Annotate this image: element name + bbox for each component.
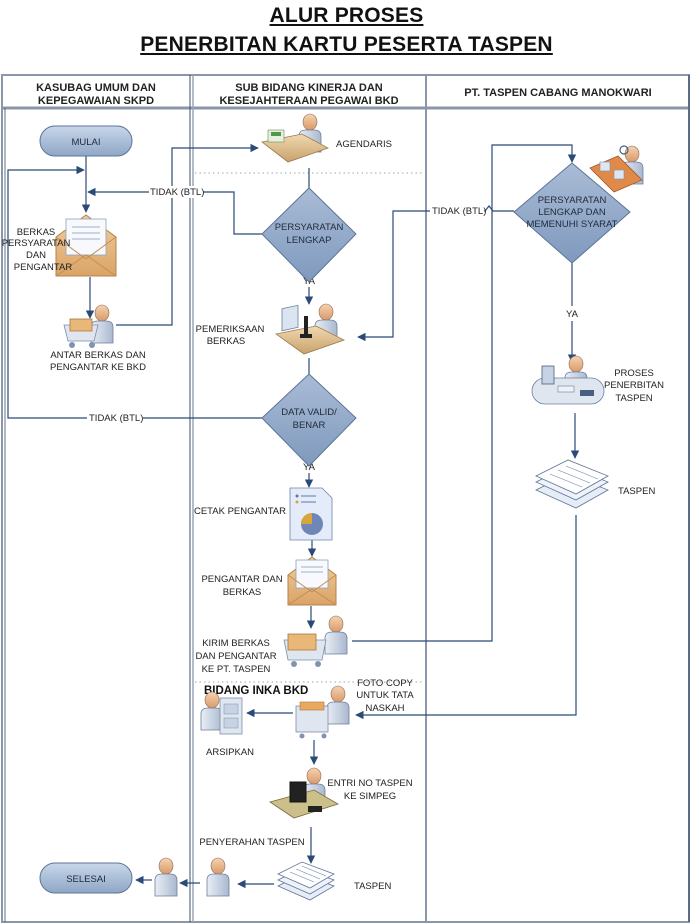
step-label-pemeriksaan-1: PEMERIKSAAN: [196, 324, 265, 335]
step-label-fotocopy-2: UNTUK TATA: [356, 690, 414, 701]
arrow-taspen-tidak: [357, 205, 514, 342]
connectors: [7, 143, 580, 889]
envelope-icon: [55, 214, 117, 277]
conveyor-inspector-icon: [589, 145, 644, 193]
decision-label-line2: LENGKAP DAN: [538, 207, 606, 218]
step-label-entri-1: ENTRI NO TASPEN: [327, 778, 412, 789]
step-label-proses-1: PROSES: [614, 368, 654, 379]
step-label-berkas-2: PERSYARATAN: [2, 238, 71, 249]
person-icon: [206, 857, 230, 897]
step-label-berkas-4: PENGANTAR: [14, 262, 73, 273]
arrow-data-invalid-return: [7, 165, 262, 419]
lane-header-bkd-line1: SUB BIDANG KINERJA DAN: [235, 82, 383, 94]
desk-clerk-icon: [261, 113, 329, 163]
lane-header-skpd-line2: KEPEGAWAIAN SKPD: [38, 95, 154, 107]
step-label-fotocopy-1: FOTO COPY: [357, 678, 413, 689]
step-label-berkas-3: DAN: [26, 250, 46, 261]
end-terminator[interactable]: SELESAI: [39, 862, 133, 894]
step-label-antar-2: PENGANTAR KE BKD: [50, 362, 146, 373]
computer-operator-icon: [531, 355, 605, 405]
step-label-proses-2: PENERBITAN: [604, 380, 664, 391]
computer-workstation-icon: [269, 767, 339, 819]
multi-document-icon: [277, 861, 335, 901]
diagram-title-line1: ALUR PROSES: [269, 4, 424, 27]
arrow-antar-to-agendaris: [116, 143, 259, 326]
step-label-entri-2: KE SIMPEG: [344, 791, 396, 802]
multi-document-icon: [535, 459, 609, 509]
step-label-berkas-1: BERKAS: [17, 227, 56, 238]
decision-label-line1: PERSYARATAN: [275, 222, 344, 233]
start-terminator[interactable]: MULAI: [39, 125, 133, 157]
edge-labels: TIDAK (BTL) TIDAK (BTL) TIDAK (BTL) YA Y…: [87, 186, 579, 473]
step-label-penyerahan: PENYERAHAN TASPEN: [199, 837, 304, 848]
edge-label-tidak-persyaratan: TIDAK (BTL): [150, 187, 204, 198]
step-label-arsipkan: ARSIPKAN: [206, 747, 254, 758]
decision-label-line2: BENAR: [293, 420, 326, 431]
cart-person-icon: [283, 615, 348, 667]
end-label: SELESAI: [66, 874, 106, 885]
decision-label-line3: MEMENUHI SYARAT: [527, 219, 618, 230]
step-label-fotocopy-3: NASKAH: [365, 703, 404, 714]
step-label-pengantar-2: BERKAS: [223, 587, 262, 598]
step-label-proses-3: TASPEN: [615, 393, 652, 404]
arrow-persyaratan-tidak-a: [200, 191, 262, 235]
decision-label-line1: DATA VALID/: [281, 407, 337, 418]
cart-person-icon: [63, 304, 114, 348]
envelope-icon: [287, 556, 337, 606]
swimlane-frame: [1, 74, 690, 923]
edge-label-tidak-taspen: TIDAK (BTL): [432, 206, 486, 217]
edge-label-ya-taspen: YA: [566, 309, 579, 320]
filing-cabinet-person-icon: [200, 691, 243, 735]
lane-header-skpd-line1: KASUBAG UMUM DAN: [36, 82, 156, 94]
decision-data-valid[interactable]: DATA VALID/ BENAR: [261, 373, 357, 467]
microscope-person-icon: [275, 303, 346, 355]
lane-header-bkd-line2: KESEJAHTERAAN PEGAWAI BKD: [219, 95, 398, 107]
start-label: MULAI: [71, 137, 100, 148]
decision-persyaratan-syarat[interactable]: PERSYARATAN LENGKAP DAN MEMENUHI SYARAT: [513, 162, 631, 264]
report-document-icon: [289, 487, 333, 541]
sub-lane-label: BIDANG INKA BKD: [204, 685, 308, 697]
step-label-agendaris: AGENDARIS: [336, 139, 392, 150]
copier-person-icon: [295, 685, 350, 739]
diagram-title-line2: PENERBITAN KARTU PESERTA TASPEN: [140, 33, 553, 56]
step-label-pengantar-1: PENGANTAR DAN: [201, 574, 282, 585]
step-label-cetak: CETAK PENGANTAR: [194, 506, 286, 517]
step-label-taspen-bkd: TASPEN: [354, 881, 391, 892]
person-icon: [154, 857, 178, 897]
decision-persyaratan-lengkap[interactable]: PERSYARATAN LENGKAP: [261, 187, 357, 283]
lane-header-taspen: PT. TASPEN CABANG MANOKWARI: [464, 87, 651, 99]
step-label-antar-1: ANTAR BERKAS DAN: [50, 350, 146, 361]
step-label-pemeriksaan-2: BERKAS: [207, 336, 246, 347]
step-label-kirim-3: KE PT. TASPEN: [202, 664, 271, 675]
edge-label-tidak-data-valid: TIDAK (BTL): [89, 413, 143, 424]
arrow-taspen-to-fotocopy: [355, 515, 577, 720]
step-label-taspen-pt: TASPEN: [618, 486, 655, 497]
step-label-kirim-2: DAN PENGANTAR: [195, 651, 276, 662]
decision-label-line2: LENGKAP: [287, 235, 332, 246]
decision-label-line1: PERSYARATAN: [538, 195, 607, 206]
edge-label-ya-data-valid: YA: [303, 462, 316, 473]
step-label-kirim-1: KIRIM BERKAS: [202, 638, 270, 649]
arrow-kirim-to-taspen: [352, 144, 577, 642]
